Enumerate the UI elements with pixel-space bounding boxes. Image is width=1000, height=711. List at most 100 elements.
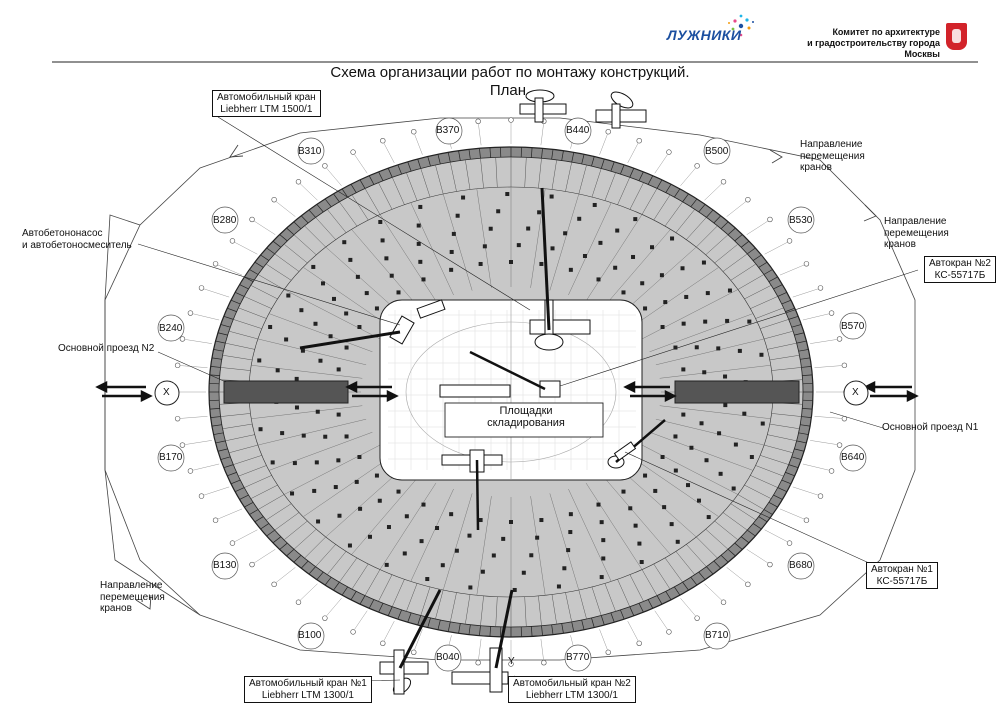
roof-segment-tick (249, 509, 259, 515)
roof-segment-tick (796, 340, 807, 344)
stand-column (451, 231, 456, 236)
stand-segment-line (764, 330, 794, 340)
stand-column (539, 261, 544, 266)
roof-segment-tick (796, 440, 807, 444)
label-autocrane-1: Автокран №1 КС-55717Б (866, 562, 938, 589)
perimeter-tie (764, 529, 788, 543)
stand-column (270, 460, 275, 465)
roof-segment-tick (300, 215, 309, 224)
label-autocrane-1-line1: Автокран №1 (871, 564, 933, 575)
roof-segment-tick (217, 332, 228, 336)
axis-y-label: Y (508, 656, 515, 667)
stand-segment-line (327, 209, 347, 233)
roof-segment-tick (387, 168, 393, 178)
stand-column (384, 562, 389, 567)
perimeter-tie (383, 142, 395, 163)
stand-segment-line (714, 243, 739, 264)
stand-segment-line (233, 319, 262, 329)
roof-segment-tick (209, 374, 220, 376)
roof-segment-tick (387, 606, 393, 616)
stand-column (421, 502, 426, 507)
stand-segment-line (220, 413, 251, 417)
stand-column (367, 534, 372, 539)
stand-segment-line (315, 544, 336, 567)
roof-segment-tick (407, 161, 412, 172)
roof-segment-tick (239, 494, 249, 500)
autocrane-1-icon (607, 419, 666, 469)
stand-segment-line (641, 569, 658, 596)
roof-segment-tick (747, 529, 756, 537)
roof-segment-tick (397, 609, 402, 620)
perimeter-tie (325, 167, 342, 186)
stand-column (706, 515, 711, 520)
roof-segment-tick (479, 148, 481, 159)
stand-radial-line (251, 364, 363, 379)
stand-segment-line (551, 594, 557, 625)
perimeter-column (212, 517, 219, 523)
stand-column (598, 240, 603, 245)
stand-segment-line (420, 586, 431, 616)
roof-segment-tick (531, 626, 533, 637)
stand-column (701, 260, 706, 265)
perimeter-column (380, 138, 386, 144)
label-direction-top-line1: Направление (800, 139, 863, 150)
stand-column (505, 192, 510, 197)
title-line-1: Схема организации работ по монтажу конст… (330, 64, 690, 81)
roof-segment-tick (427, 156, 431, 167)
stand-segment-line (565, 592, 572, 622)
stand-column (404, 514, 409, 519)
roof-segment-tick (489, 626, 491, 637)
roof-segment-tick (397, 164, 402, 175)
storage-area (444, 402, 604, 438)
roof-segment-tick (215, 340, 226, 344)
stand-column (643, 306, 648, 311)
roof-segment-tick (308, 566, 316, 575)
sector-marker (564, 117, 592, 145)
stand-column (364, 291, 369, 296)
roof-segment-tick (316, 571, 324, 580)
stand-column (419, 539, 424, 544)
roof-segment-tick (698, 571, 706, 580)
perimeter-tie (234, 529, 258, 543)
perimeter-tie (253, 220, 276, 235)
stand-radial-line (379, 214, 437, 302)
roof-segment-tick (213, 349, 224, 352)
stand-segment-line (629, 574, 644, 602)
stand-segment-line (565, 162, 572, 192)
perimeter-tie (275, 200, 296, 217)
stand-segment-line (664, 557, 683, 583)
roof-segment-tick (647, 175, 654, 185)
perimeter-tie (217, 508, 243, 520)
label-direction-right-line1: Направление (884, 216, 947, 227)
stand-segment-line (435, 164, 444, 195)
stand-radial-line (640, 444, 739, 495)
roof-segment-tick (272, 240, 282, 248)
roof-segment-tick (665, 591, 672, 600)
perimeter-column (694, 163, 700, 169)
roof-segment-tick (359, 595, 366, 605)
roof-segment-tick (254, 516, 264, 523)
stand-column (673, 468, 678, 473)
stand-column (331, 296, 336, 301)
committee-line-2: и градостроительству города Москвы (807, 38, 940, 59)
sector-b440: В440 (566, 125, 590, 136)
sector-b040: В040 (436, 652, 460, 663)
stand-segment-line (769, 423, 800, 430)
stand-column (742, 411, 747, 416)
roof-segment-tick (801, 366, 812, 368)
stand-radial-line (602, 475, 671, 555)
label-autocrane-1-line2: КС-55717Б (876, 575, 928, 587)
stand-column (315, 409, 320, 414)
stand-column (467, 533, 472, 538)
axis-x-left-label: X (163, 387, 170, 398)
stand-segment-line (755, 307, 784, 319)
roof-segment-tick (752, 523, 762, 530)
sector-marker (157, 444, 185, 472)
roof-segment-tick (747, 247, 756, 255)
perimeter-column (786, 238, 793, 244)
stand-column (723, 374, 728, 379)
stand-column (705, 291, 710, 296)
sector-marker (297, 622, 325, 650)
stand-column (521, 570, 526, 575)
stand-column (425, 577, 430, 582)
